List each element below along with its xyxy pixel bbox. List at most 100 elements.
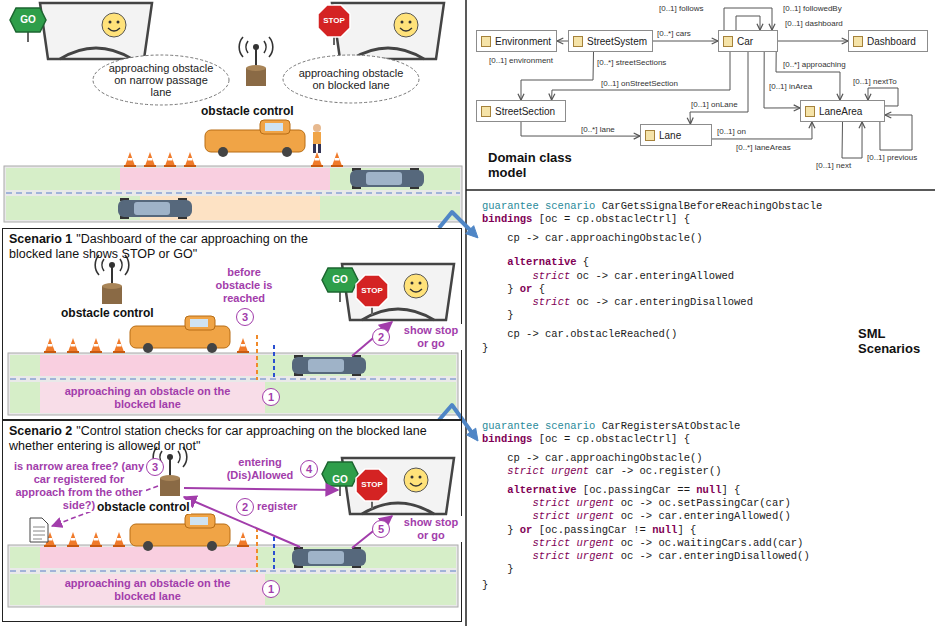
association-line (552, 52, 730, 100)
class-icon (805, 106, 815, 117)
scenario-number: Scenario 1 (9, 232, 72, 246)
code-keyword: bindings (482, 213, 532, 225)
callout-number: 1 (262, 580, 280, 598)
class-icon (481, 106, 491, 117)
code-keyword: urgent (577, 497, 615, 509)
class-name: StreetSection (495, 106, 555, 117)
association-label: [0..1] previous (866, 153, 918, 162)
station-label: obstacle control (96, 500, 191, 514)
class-box: Environment (476, 30, 557, 52)
association-label: [0..*] streetSections (596, 58, 667, 67)
code-block: guarantee scenario CarRegistersAtObstacl… (478, 420, 933, 595)
code-keyword: strict (507, 465, 545, 477)
association-label: [0..*] laneAreas (735, 143, 792, 152)
code-line: guarantee scenario CarRegistersAtObstacl… (482, 420, 740, 433)
callout-text: entering (Dis)Allowed (222, 456, 298, 482)
callout-number: 3 (236, 308, 254, 326)
association-label: [0..1] next (815, 161, 852, 170)
association-line (653, 41, 718, 42)
association-line (712, 122, 812, 139)
callout-number: 1 (262, 388, 280, 406)
callout-text: before obstacle is reached (205, 266, 283, 305)
callout-number: 5 (372, 520, 390, 538)
callout-text: approaching an obstacle on the blocked l… (45, 385, 250, 411)
sign-text: GO (10, 14, 46, 26)
code-keyword: null (696, 484, 721, 496)
code-keyword: strict (532, 550, 570, 562)
code-keyword: urgent (577, 510, 615, 522)
callout-number: 4 (300, 460, 318, 478)
code-line: strict urgent oc -> car.enteringDisallow… (482, 550, 810, 563)
scenario-number: Scenario 2 (9, 424, 72, 438)
class-name: Environment (495, 36, 551, 47)
code-keyword: strict (532, 296, 570, 308)
association-line (778, 41, 848, 42)
class-icon (573, 36, 583, 47)
arrowhead (885, 112, 891, 118)
code-keyword: guarantee scenario (482, 200, 595, 212)
class-box: StreetSection (476, 100, 566, 122)
code-line: } (482, 309, 514, 322)
arrowhead (859, 122, 865, 128)
speech-bubble: approaching obstacle on narrow passage l… (92, 54, 230, 106)
code-line: strict oc -> car.enteringAllowed (482, 270, 734, 283)
scenario-heading: Scenario 1"Dashboard of the car approach… (9, 232, 339, 262)
class-name: LaneArea (819, 106, 862, 117)
scenario2-scene (8, 447, 458, 607)
speech-bubble: approaching obstacle on blocked lane (282, 54, 420, 104)
code-keyword: urgent (577, 537, 615, 549)
code-keyword: null (652, 524, 677, 536)
class-box: StreetSystem (568, 30, 653, 52)
class-box: Car (718, 30, 778, 52)
class-box: Dashboard (848, 30, 928, 52)
code-keyword: alternative (507, 256, 576, 268)
code-keyword: urgent (577, 550, 615, 562)
class-name: Dashboard (867, 36, 916, 47)
panel-dividers (466, 0, 935, 626)
association-line (521, 122, 640, 136)
code-line: cp -> car.approachingObstacle() (482, 232, 703, 245)
association-label: [0..1] nextTo (852, 77, 898, 86)
code-keyword: or (520, 524, 533, 536)
panel-title: SML Scenarios (858, 326, 933, 356)
code-line: strict urgent oc -> oc.waitingCars.add(c… (482, 537, 803, 550)
association-label: [0..1] followedBy (782, 4, 843, 13)
scenario1-scene (8, 255, 458, 415)
sign-text: GO (322, 274, 358, 286)
code-keyword: strict (532, 497, 570, 509)
code-keyword: alternative (507, 484, 576, 496)
arrowhead (809, 122, 815, 128)
sign-text: STOP (356, 286, 388, 296)
role-label: [0..1] on (716, 127, 747, 136)
callout-text: register (256, 500, 298, 513)
code-line: guarantee scenario CarGetsSignalBeforeRe… (482, 200, 822, 213)
bubble-ellipse (283, 55, 419, 103)
callout-number: 2 (372, 328, 390, 346)
scenario-panel: Scenario 2"Control station checks for ca… (2, 420, 462, 622)
association-label: [0..1] follows (658, 4, 704, 13)
association-label: [0..*] approaching (782, 60, 847, 69)
arrowhead (466, 226, 478, 238)
code-keyword: strict (532, 537, 570, 549)
association-label: [0..1] inArea (768, 82, 813, 91)
overview-road (4, 3, 462, 222)
class-icon (723, 36, 733, 47)
class-icon (645, 130, 655, 141)
scenario-heading: Scenario 2"Control station checks for ca… (9, 424, 459, 454)
code-line: alternative [oc.passingCar == null] { (482, 484, 740, 497)
sign-text: STOP (318, 16, 350, 26)
code-keyword: bindings (482, 433, 532, 445)
association-line (724, 8, 772, 30)
association-label: [0..1] dashboard (784, 19, 844, 28)
sign-text: GO (322, 474, 358, 486)
class-box: LaneArea (800, 100, 885, 122)
callout-text: show stop or go (400, 516, 462, 542)
station-label: obstacle control (60, 306, 155, 320)
code-keyword: strict (532, 510, 570, 522)
association-line (736, 16, 760, 30)
code-line: } or [oc.passingCar != null] { (482, 524, 696, 537)
association-label: [0..1] environment (488, 56, 554, 65)
code-line: strict urgent oc -> car.enteringAllowed(… (482, 510, 791, 523)
callout-number: 3 (146, 458, 164, 476)
